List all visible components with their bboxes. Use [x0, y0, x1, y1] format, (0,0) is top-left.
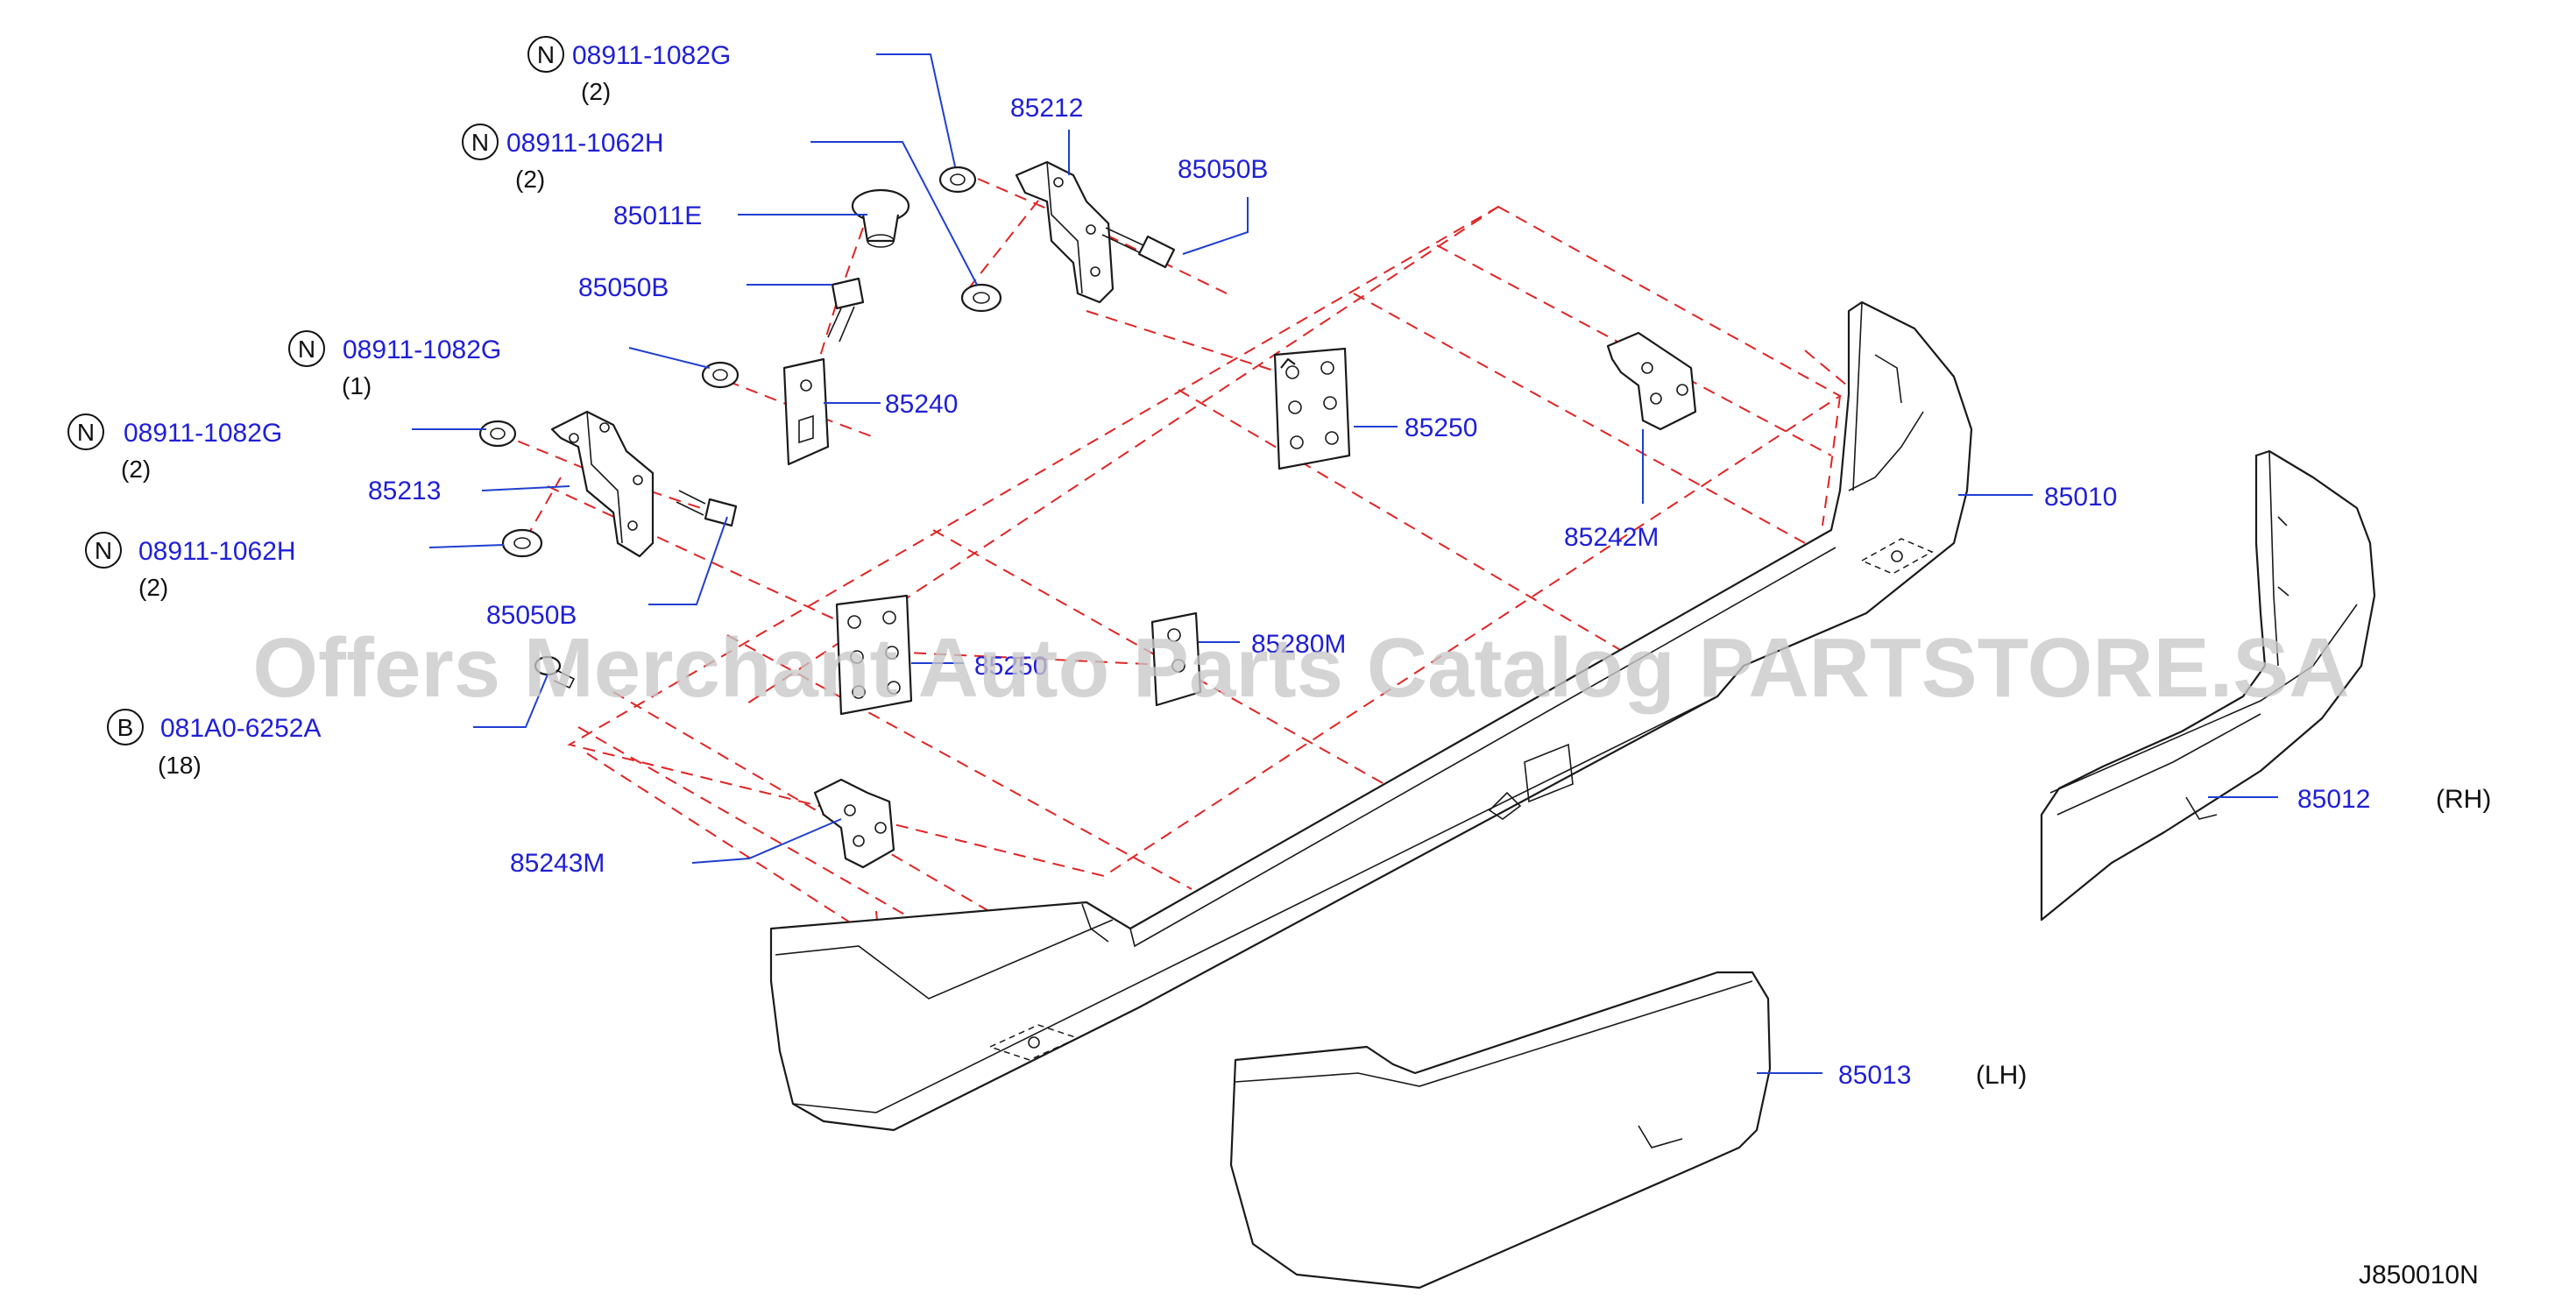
label-85242m[interactable]: 85242M — [1564, 523, 1659, 552]
side-cover-85012-rh — [2040, 449, 2376, 922]
plate-85280m — [1150, 611, 1202, 707]
label-n3-part[interactable]: 08911-1082G — [343, 336, 501, 364]
badge-n2 — [462, 124, 499, 160]
label-n4-part[interactable]: 08911-1082G — [124, 419, 282, 448]
label-85250-lower[interactable]: 85250 — [974, 652, 1047, 681]
leader-lines — [412, 53, 2278, 1074]
badges: N N N N N B — [67, 36, 564, 745]
label-85213[interactable]: 85213 — [368, 477, 441, 505]
badge-n2-letter: N — [471, 129, 489, 156]
label-85050b-c[interactable]: 85050B — [486, 601, 577, 630]
label-85012[interactable]: 85012 — [2297, 785, 2370, 814]
label-rh: (RH) — [2436, 785, 2491, 814]
badge-b1-letter: B — [117, 714, 134, 741]
bolt-85050b-low — [676, 490, 738, 527]
label-85010[interactable]: 85010 — [2044, 483, 2117, 512]
label-b1-part[interactable]: 081A0-6252A — [160, 714, 322, 743]
label-n3-qty: (1) — [342, 372, 372, 399]
bracket-85212 — [1015, 160, 1115, 304]
label-n5-part[interactable]: 08911-1062H — [138, 537, 296, 566]
label-85050b-b[interactable]: 85050B — [1178, 155, 1268, 184]
badge-n4-letter: N — [77, 419, 95, 446]
badge-n5-letter: N — [95, 537, 112, 564]
label-n2-qty: (2) — [515, 166, 545, 193]
nut-85240 — [701, 361, 740, 389]
label-85280m[interactable]: 85280M — [1251, 630, 1346, 659]
bracket-85242m — [1606, 331, 1697, 431]
nut-top — [938, 166, 977, 194]
bracket-85243m — [813, 778, 895, 869]
badge-n4 — [67, 413, 104, 450]
label-n1-part[interactable]: 08911-1082G — [572, 41, 731, 70]
bolt-85050b-top — [1101, 227, 1176, 269]
badge-b1 — [107, 709, 144, 745]
plate-85250-lower — [835, 594, 913, 716]
label-b1-qty: (18) — [158, 752, 202, 779]
nut-85213-bottom — [501, 528, 543, 558]
badge-n3 — [288, 330, 325, 367]
label-n1-qty: (2) — [581, 78, 611, 105]
label-85013[interactable]: 85013 — [1838, 1061, 1911, 1090]
label-85243m[interactable]: 85243M — [510, 849, 605, 878]
bracket-85213 — [550, 410, 655, 558]
nut-85213-top — [478, 420, 517, 448]
label-n5-qty: (2) — [138, 574, 168, 601]
badge-n5 — [85, 532, 122, 569]
part-drawings — [478, 160, 2376, 1289]
label-n4-qty: (2) — [121, 456, 151, 483]
label-85240[interactable]: 85240 — [885, 390, 958, 419]
rear-bumper-85010 — [769, 300, 1973, 1132]
side-cover-85013-lh — [1229, 971, 1772, 1289]
clip-85011e — [851, 188, 910, 248]
badge-n1-letter: N — [537, 41, 555, 68]
label-85011e[interactable]: 85011E — [613, 201, 702, 230]
label-n2-part[interactable]: 08911-1062H — [506, 129, 664, 158]
part-labels[interactable]: 08911-1082G (2) 08911-1062H (2) 85011E 8… — [121, 41, 2491, 1289]
diagram-code: J850010N — [2359, 1261, 2479, 1289]
bolt-85050b-mid — [827, 277, 865, 343]
label-85050b-a[interactable]: 85050B — [578, 273, 669, 302]
nut-mid — [960, 283, 1002, 313]
badge-n1 — [527, 36, 564, 73]
badge-n3-letter: N — [298, 336, 315, 363]
plate-85250-upper — [1273, 347, 1351, 470]
clip-081a0 — [534, 655, 576, 689]
label-lh: (LH) — [1976, 1061, 2027, 1090]
label-85250[interactable]: 85250 — [1405, 413, 1477, 442]
plate-85240 — [782, 357, 830, 466]
label-85212[interactable]: 85212 — [1010, 94, 1083, 123]
watermark: Offers Merchant Auto Parts Catalog PARTS… — [252, 621, 2349, 715]
